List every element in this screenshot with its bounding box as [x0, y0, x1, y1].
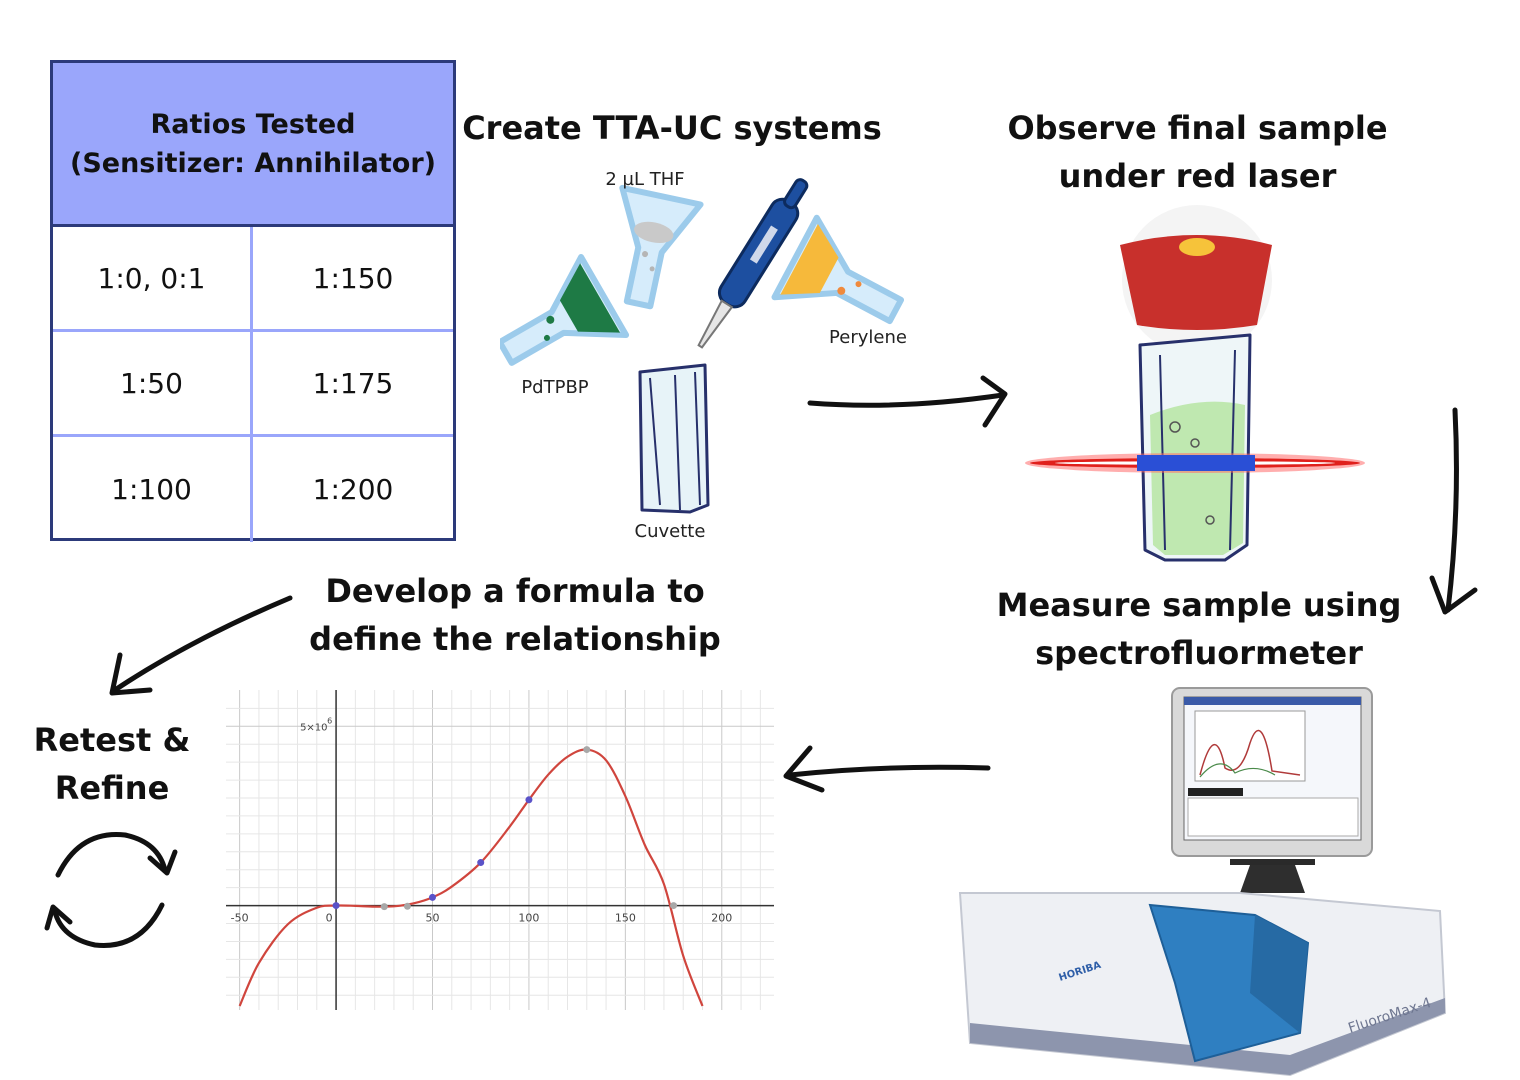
formula-chart: -50 0 50 100 150 200 5×106 [226, 690, 774, 1010]
observe-step-title: Observe final sample under red laser [990, 104, 1405, 200]
table-cell: 1:175 [312, 366, 394, 400]
chart-point-gray [670, 902, 678, 910]
chart-axes [226, 690, 774, 1010]
retest-step-title: Retest & Refine [20, 716, 204, 812]
chart-point-blue [429, 893, 436, 901]
perylene-label: Perylene [829, 327, 907, 348]
table-row: 1:0, 0:1 1:150 [53, 227, 453, 332]
table-body: 1:0, 0:1 1:150 1:50 1:175 1:100 1:200 [53, 227, 453, 542]
retest-title-line1: Retest & [33, 721, 191, 759]
ratios-table: Ratios Tested (Sensitizer: Annihilator) … [50, 60, 456, 542]
perylene-flask-icon [771, 214, 905, 325]
table-row: 1:100 1:200 [53, 437, 453, 542]
cuvette-icon [638, 363, 710, 514]
chart-grid [226, 690, 774, 1010]
chart-tick-labels: -50 0 50 100 150 200 5×106 [231, 716, 733, 924]
table-cell: 1:0, 0:1 [53, 227, 253, 329]
red-laser-beam [1025, 453, 1365, 473]
table-row: 1:50 1:175 [53, 332, 453, 437]
x-tick-label: 150 [615, 912, 636, 925]
chart-point-gray [583, 746, 591, 754]
cuvette-label: Cuvette [635, 521, 706, 542]
pdtpbp-label: PdTPBP [521, 377, 588, 398]
x-tick-label: 200 [711, 912, 732, 925]
arrow-develop-to-retest [109, 595, 293, 696]
create-illustration: 2 µL THF Perylene PdTPBP Cuvette [500, 169, 907, 542]
x-tick-label: 0 [326, 912, 333, 925]
chart-point-blue [525, 796, 533, 804]
thf-flask-icon [619, 184, 704, 310]
y-tick-exponent: 6 [327, 716, 332, 725]
table-cell: 1:100 [53, 437, 253, 542]
chart-point-blue [477, 859, 485, 867]
table-cell: 1:150 [312, 261, 394, 295]
retest-title-line2: Refine [54, 769, 170, 807]
pipette-icon [697, 178, 809, 349]
sample-cuvette-icon [1138, 333, 1252, 562]
y-tick-label: 5×10 [300, 722, 327, 733]
chart-point-gray [380, 903, 388, 911]
develop-title-line1: Develop a formula to [325, 572, 705, 610]
observe-title-line2: under red laser [1058, 157, 1337, 195]
develop-step-title: Develop a formula to define the relation… [290, 567, 740, 663]
chart-markers [332, 746, 678, 911]
chart-point-gray [403, 902, 411, 910]
thf-label: 2 µL THF [605, 169, 684, 190]
measure-step-title: Measure sample using spectrofluormeter [985, 581, 1413, 677]
x-tick-label: 50 [426, 912, 440, 925]
table-cell: 1:200 [312, 473, 394, 506]
table-header-title: Ratios Tested [150, 108, 356, 140]
refresh-cycle-icon [44, 832, 178, 948]
develop-title-line2: define the relationship [309, 620, 721, 658]
monitor-icon [1171, 687, 1373, 893]
create-step-title: Create TTA-UC systems [462, 109, 882, 147]
table-cell: 1:50 [53, 332, 253, 434]
observe-illustration [1025, 205, 1365, 562]
observe-title-line1: Observe final sample [1007, 109, 1388, 147]
instrument-body: HORIBA FluoroMax-4 [958, 892, 1447, 1077]
arrow-observe-to-measure [1429, 407, 1478, 615]
x-tick-label: 100 [518, 912, 539, 925]
table-header: Ratios Tested (Sensitizer: Annihilator) [53, 63, 453, 227]
measure-title-line1: Measure sample using [996, 586, 1402, 624]
spectrofluorometer-illustration: HORIBA FluoroMax-4 [958, 687, 1447, 1077]
cuvette-cap-icon [1120, 235, 1272, 330]
table-header-subtitle: (Sensitizer: Annihilator) [69, 147, 436, 179]
x-tick-label: -50 [231, 912, 249, 925]
measure-title-line2: spectrofluormeter [1035, 634, 1363, 672]
chart-point-blue [332, 902, 340, 910]
pdtpbp-flask-icon [500, 254, 630, 366]
